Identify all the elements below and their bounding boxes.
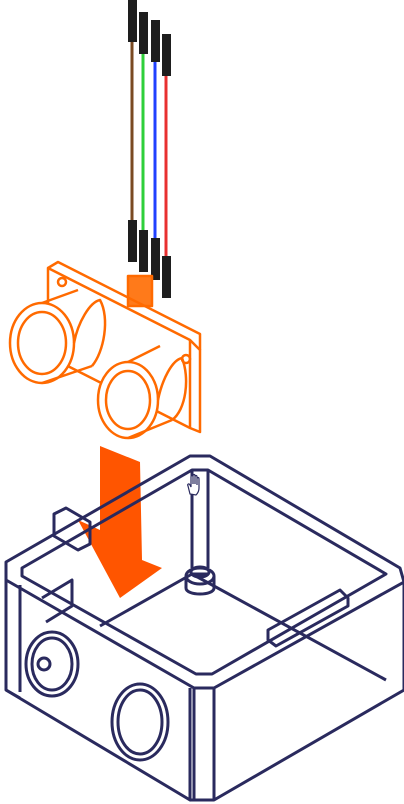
wire-blue (151, 20, 160, 280)
wire-red (162, 34, 171, 298)
ultrasonic-sensor (8, 260, 202, 440)
enclosure-box (4, 454, 404, 802)
wire-brown (128, 0, 137, 262)
hand-pointer-icon (187, 473, 200, 496)
jumper-wires (128, 0, 171, 298)
wire-green (139, 12, 148, 272)
insert-arrow (78, 446, 162, 598)
